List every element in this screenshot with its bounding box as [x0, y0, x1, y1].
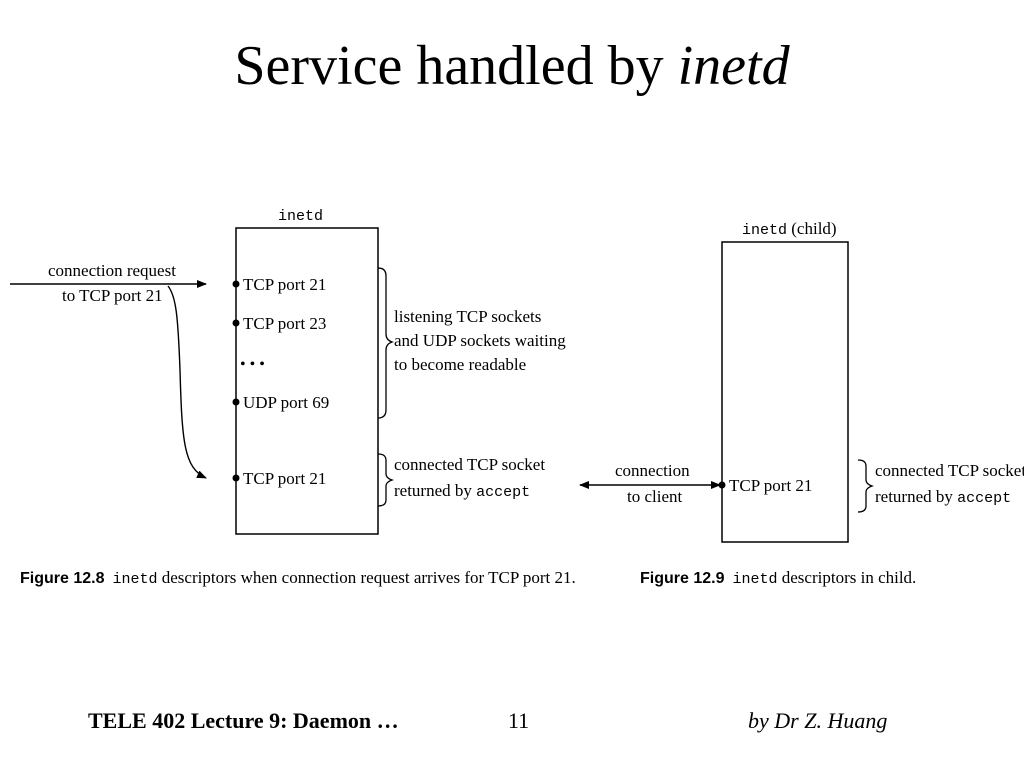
- fig8-connected-dot: [232, 474, 240, 482]
- fig9-connected-note-2: returned by accept: [875, 487, 1011, 507]
- fig8-port-1: TCP port 21: [243, 275, 326, 294]
- fig8-incoming-line1: connection request: [48, 261, 176, 280]
- fig8-connected-brace: [377, 453, 395, 507]
- fig8-box-label: inetd: [278, 208, 323, 225]
- fig8-port-dot-3: [232, 398, 240, 406]
- fig9-connected-note-1: connected TCP socket: [875, 461, 1024, 480]
- fig9-port: TCP port 21: [729, 476, 812, 495]
- fig8-connected-note-1: connected TCP socket: [394, 455, 545, 474]
- fig8-port-2: TCP port 23: [243, 314, 326, 333]
- fig9-client-line1: connection: [615, 461, 690, 480]
- fig8-incoming-line2: to TCP port 21: [62, 286, 163, 305]
- fig8-connected-note-2: returned by accept: [394, 481, 530, 501]
- slide-title: Service handled by inetd: [0, 35, 1024, 98]
- fig9-port-dot: [718, 481, 726, 489]
- fig8-accept-curve: [167, 285, 207, 479]
- slide-title-plain: Service handled by: [234, 35, 678, 97]
- fig8-listen-note-3: to become readable: [394, 355, 526, 374]
- footer-page-number: 11: [508, 708, 530, 733]
- fig8-listen-brace: [377, 267, 395, 419]
- fig8-listen-note-1: listening TCP sockets: [394, 307, 541, 326]
- fig8-listen-note-2: and UDP sockets waiting: [394, 331, 566, 350]
- fig8-inetd-box: [235, 227, 379, 535]
- fig9-connected-brace: [857, 459, 875, 513]
- slide-title-italic: inetd: [677, 35, 790, 97]
- footer-course: TELE 402 Lecture 9: Daemon …: [88, 708, 399, 733]
- footer-author: by Dr Z. Huang: [748, 708, 888, 733]
- fig8-port-dot-1: [232, 280, 240, 288]
- fig9-inetd-child-box: [721, 241, 849, 543]
- fig9-client-line2: to client: [627, 487, 683, 506]
- fig8-port-dot-2: [232, 319, 240, 327]
- fig8-port-3: UDP port 69: [243, 393, 329, 412]
- fig8-ellipsis: • • •: [240, 356, 265, 373]
- fig8-connected-port: TCP port 21: [243, 469, 326, 488]
- fig9-box-label: inetd (child): [742, 219, 837, 239]
- inetd-diagram: inetd connection request to TCP port 21 …: [10, 208, 1024, 588]
